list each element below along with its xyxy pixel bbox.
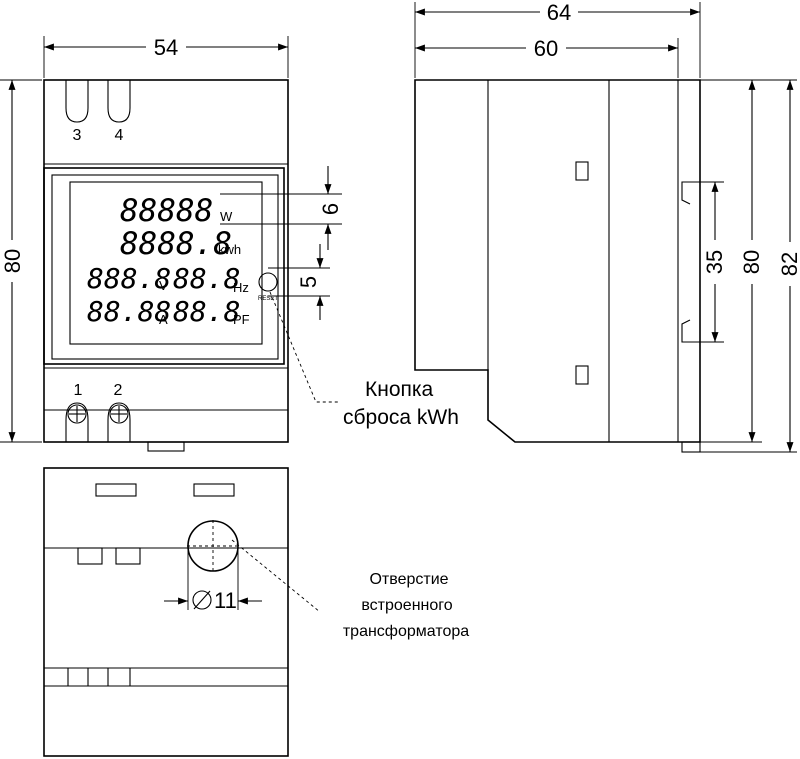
dim-display-gap: 6 xyxy=(318,203,343,215)
display-voltage-digits: 888.8 xyxy=(87,262,171,295)
side-slot-upper xyxy=(575,161,589,181)
display-frame xyxy=(51,174,279,360)
terminal-label-3: 3 xyxy=(73,127,82,144)
din-clip-lower xyxy=(681,319,700,343)
display-energy-digits: 8888.8 xyxy=(120,226,232,262)
diameter-symbol xyxy=(192,590,212,610)
side-slot-lower xyxy=(575,365,589,385)
display-current-digits: 88.88 xyxy=(87,295,171,328)
side-rail-foot xyxy=(681,441,701,453)
dim-total-height: 82 xyxy=(777,252,800,276)
dim-body-depth: 60 xyxy=(534,36,558,61)
bottom-view: 11 Отверстие встроенного трансформатора xyxy=(43,467,469,757)
dim-front-width: 54 xyxy=(154,35,178,60)
reset-button xyxy=(258,272,278,292)
side-view: 64 60 35 80 82 xyxy=(414,0,800,453)
bottom-tab-2 xyxy=(115,547,141,565)
terminal-label-4: 4 xyxy=(115,127,124,144)
reset-callout-leader xyxy=(269,291,338,403)
hole-callout-line1: Отверстие xyxy=(369,571,448,588)
dim-side-height: 80 xyxy=(739,250,764,274)
dim-hole-diameter: 11 xyxy=(214,588,237,613)
terminal-label-1: 1 xyxy=(74,382,83,399)
front-view: 3 4 88888 W 8888.8 kwh 888.8 V 88.8 Hz 8… xyxy=(0,35,459,452)
dim-reset-button: 5 xyxy=(296,276,321,288)
hole-callout-line3: трансформатора xyxy=(343,623,469,640)
display-power-digits: 88888 xyxy=(120,193,213,229)
dim-rail-height: 35 xyxy=(702,250,727,274)
din-clip-upper xyxy=(681,181,700,205)
display-frequency-unit: Hz xyxy=(233,280,249,295)
front-rail-clip xyxy=(147,441,185,452)
reset-label: RESET xyxy=(258,296,278,302)
display-pf-digits: 88.8 xyxy=(173,295,240,328)
display-window xyxy=(69,181,263,345)
display-current-unit: A xyxy=(159,312,168,327)
reset-callout-line2: сброса kWh xyxy=(343,406,459,429)
display-frequency-digits: 88.8 xyxy=(173,262,240,295)
terminal-screw-1 xyxy=(65,402,89,442)
display-energy-unit: kwh xyxy=(218,242,241,257)
terminal-label-2: 2 xyxy=(114,382,123,399)
bottom-slot-right xyxy=(193,483,235,497)
display-bezel xyxy=(43,167,285,365)
terminal-tab-3 xyxy=(65,80,89,123)
side-body-outline xyxy=(414,79,701,443)
display-pf-unit: PF xyxy=(233,312,250,327)
display-voltage-unit: V xyxy=(159,278,168,293)
dim-total-depth: 64 xyxy=(547,0,571,25)
reset-callout-line1: Кнопка xyxy=(365,378,434,401)
hole-callout-leader xyxy=(231,539,321,613)
bottom-tab-1 xyxy=(77,547,103,565)
terminal-screw-2 xyxy=(107,402,131,442)
hole-callout-line2: встроенного xyxy=(361,597,452,614)
bottom-housing-outline xyxy=(43,467,289,757)
dim-front-height: 80 xyxy=(0,249,25,273)
display-power-unit: W xyxy=(220,209,233,224)
bottom-slot-left xyxy=(95,483,137,497)
terminal-tab-4 xyxy=(107,80,131,123)
